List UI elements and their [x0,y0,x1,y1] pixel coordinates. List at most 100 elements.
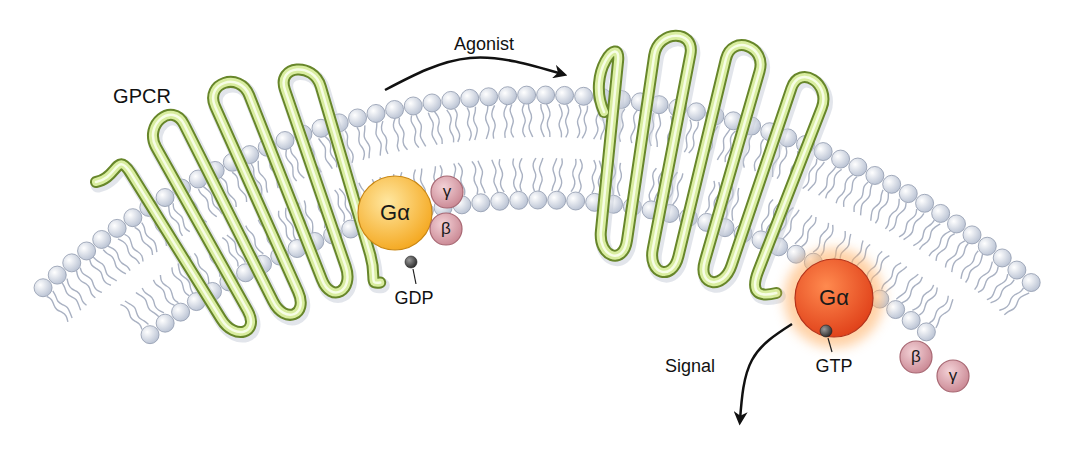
lipid-head [963,226,981,244]
subunit-label: β [911,348,921,367]
lipid-head [978,237,996,255]
subunit-label: Gα [819,286,849,310]
lipid-tail [902,277,922,303]
lipid-tail [90,260,111,285]
lipid-head [156,314,174,332]
leader-line [828,338,832,352]
lipid-head [124,209,142,227]
lipid-head [93,230,111,248]
lipid-tail [886,267,907,293]
lipid-tail [717,129,730,160]
lipid-tail [919,224,940,250]
lipid-tail [492,105,495,138]
lipid-head [883,175,901,193]
lipid-head [993,249,1011,267]
lipid-tail [467,108,471,141]
lipid-tail [513,159,517,192]
lipid-head [556,86,574,104]
lipid-tail [93,257,116,281]
lipid-tail [486,106,489,139]
lipid-tail [125,301,149,324]
subunit-label: γ [443,183,452,202]
subunit-shape [358,176,432,250]
lipid-tail [571,159,576,192]
lipid-head [1022,274,1040,292]
lipid-tail [889,203,906,231]
lipid-tail [826,169,842,198]
lipid-head [932,204,950,222]
nucleotide-label: GDP [394,288,433,309]
lipid-tail [1004,293,1029,315]
subunit-shape [431,176,463,208]
leader-line [413,269,416,284]
lipid-tail [547,104,550,137]
lipid-head [367,104,385,122]
lipid-tail [62,283,81,311]
lipid-tail [592,160,596,193]
lipid-head [902,311,920,329]
lipid-head [916,194,934,212]
receptor-label: GPCR [113,85,171,108]
lipid-head [156,189,174,207]
lipid-tail [135,227,153,255]
lipid-tail [478,161,485,193]
agonist-arrow [385,58,562,90]
lipid-tail [510,105,514,138]
lipid-head [866,166,884,184]
lipid-tail [376,123,381,156]
agonist-label: Agonist [454,34,514,55]
lipid-head [947,215,965,233]
signal-label: Signal [665,356,715,377]
lipid-tail [474,107,478,140]
lipid-tail [416,115,426,147]
g-alpha-subunit: Gα [794,258,874,338]
lipid-tail [124,234,143,261]
lipid-head [529,191,547,209]
lipid-tail [519,158,522,191]
lipid-tail [936,299,953,328]
subunit-shape [795,259,873,337]
lipid-head [276,132,294,150]
lipid-head [491,192,509,210]
lipid-tail [492,160,498,193]
g-gamma-subunit: γ [430,175,464,209]
lipid-tail [357,127,364,159]
lipid-tail [428,113,437,145]
subunit-shape [430,213,462,245]
lipid-tail [945,241,964,268]
g-alpha-subunit: Gα [357,175,433,251]
lipid-head [832,150,850,168]
receptor-helix [599,36,824,295]
subunit-label: Gα [380,201,410,225]
gdp-dot [405,256,417,268]
lipid-head [34,279,52,297]
lipid-tail [999,288,1023,311]
lipid-tail [160,275,178,303]
lipid-tail [522,104,525,137]
lipid-tail [499,159,504,192]
lipid-head [899,185,917,203]
receptor-helices [96,36,825,335]
subunit-label: γ [949,367,958,386]
lipid-head [442,91,460,109]
lipid-head [404,97,422,115]
nucleotide-label: GTP [815,356,852,377]
activation-glow [784,248,884,348]
lipid-tail [808,162,824,191]
lipid-head [349,109,367,127]
subunit-label: β [441,220,451,239]
lipid-head [78,242,96,260]
lipid-tail [705,181,715,213]
lipid-head [1008,261,1026,279]
lipid-head [108,219,126,237]
lipid-tail [541,104,544,137]
lipid-head [917,323,935,341]
lipid-tail [103,250,126,274]
lipid-tail [875,193,888,223]
lipid-tail [558,158,562,191]
lipid-tail [435,112,443,144]
lipid-tail [844,177,857,207]
lipid-tail [411,115,419,147]
